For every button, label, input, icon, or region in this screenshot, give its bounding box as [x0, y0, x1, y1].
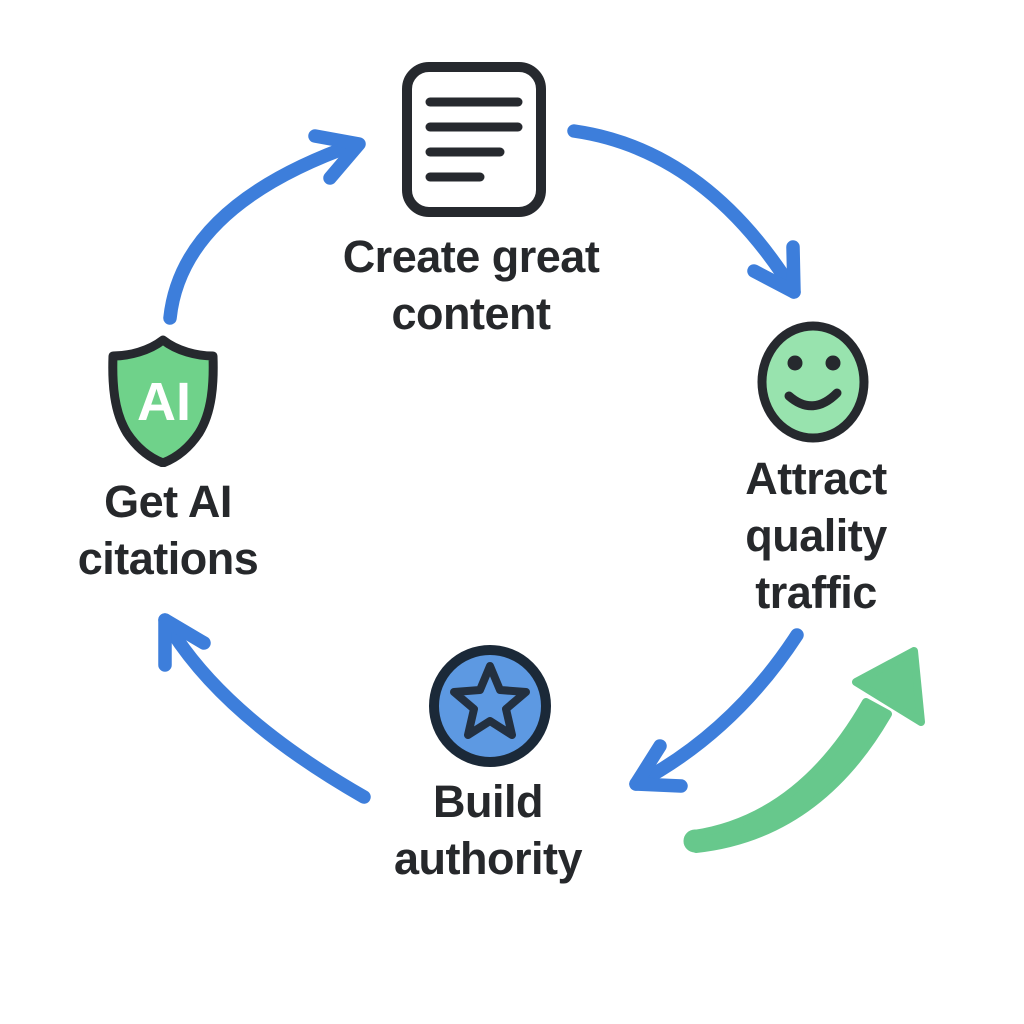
label-line: Attract	[745, 453, 887, 504]
ai-shield-icon: AI	[108, 335, 218, 467]
document-icon	[402, 62, 546, 217]
label-line: authority	[393, 833, 583, 884]
arrow-authority-to-citations	[158, 613, 371, 804]
label-build-authority: Build authority	[393, 773, 583, 887]
label-line: Get AI	[104, 476, 232, 527]
label-create-content: Create great content	[343, 228, 600, 342]
arrow-traffic-to-authority	[629, 628, 804, 793]
label-attract-traffic: Attract quality traffic	[745, 450, 887, 621]
smiley-icon	[757, 321, 869, 443]
label-line: content	[391, 288, 551, 339]
label-line: citations	[77, 533, 259, 584]
arrow-citations-to-content	[163, 129, 366, 325]
label-line: Create great	[342, 231, 600, 282]
label-get-citations: Get AI citations	[78, 473, 259, 587]
label-line: Build	[433, 776, 543, 827]
growth-arrow	[683, 647, 925, 853]
arrow-content-to-traffic	[567, 124, 801, 299]
star-badge-icon	[429, 645, 551, 767]
label-line: quality	[745, 510, 887, 561]
ai-badge-text: AI	[137, 372, 191, 432]
label-line: traffic	[755, 567, 877, 618]
